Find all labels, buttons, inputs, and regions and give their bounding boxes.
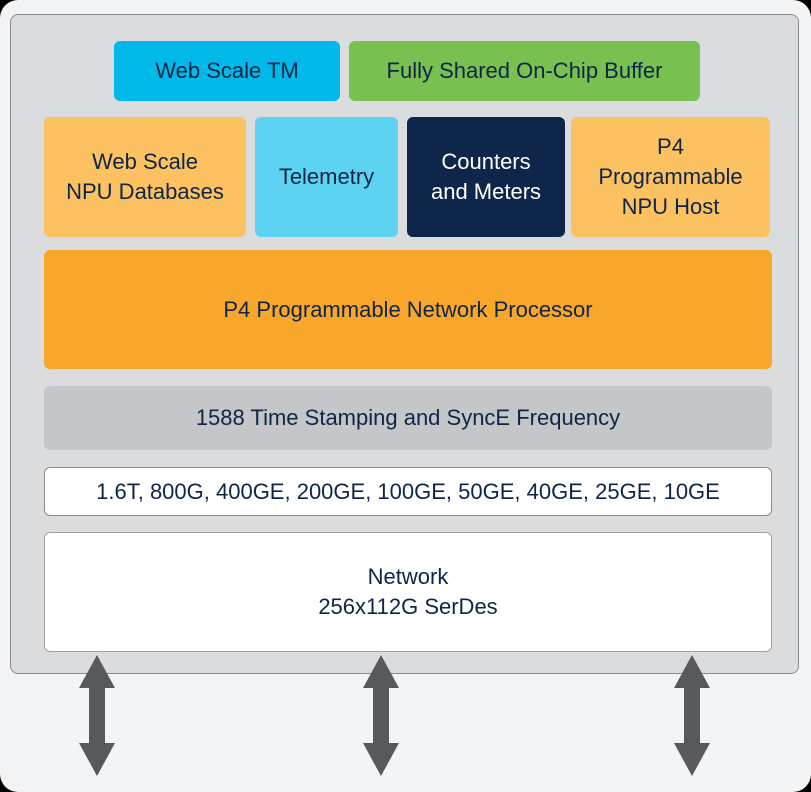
network-label: Network bbox=[367, 564, 449, 589]
npu-host-label-line3: NPU Host bbox=[621, 194, 720, 219]
network-processor-label: P4 Programmable Network Processor bbox=[223, 296, 593, 322]
counters-meters-label-line2: and Meters bbox=[430, 179, 542, 204]
bidirectional-arrow-icon bbox=[674, 655, 710, 776]
counters-meters-block: Counters and Meters bbox=[407, 117, 565, 237]
telemetry-label: Telemetry bbox=[278, 164, 375, 189]
web-scale-tm-block: Web Scale TM bbox=[114, 41, 340, 101]
npu-host-block: P4 Programmable NPU Host bbox=[571, 117, 770, 237]
web-scale-tm-label: Web Scale TM bbox=[155, 58, 299, 83]
speeds-label: 1.6T, 800G, 400GE, 200GE, 100GE, 50GE, 4… bbox=[96, 478, 720, 504]
on-chip-buffer-block: Fully Shared On-Chip Buffer bbox=[349, 41, 700, 101]
network-serdes-block: Network 256x112G SerDes bbox=[44, 532, 772, 652]
timestamping-block: 1588 Time Stamping and SyncE Frequency bbox=[44, 386, 772, 450]
npu-databases-label-line1: Web Scale bbox=[92, 149, 198, 174]
telemetry-block: Telemetry bbox=[255, 117, 398, 237]
npu-host-label-line2: Programmable bbox=[598, 164, 743, 189]
timestamping-label: 1588 Time Stamping and SyncE Frequency bbox=[195, 405, 621, 430]
network-processor-block: P4 Programmable Network Processor bbox=[44, 250, 772, 369]
on-chip-buffer-label: Fully Shared On-Chip Buffer bbox=[386, 58, 663, 83]
npu-databases-label-line2: NPU Databases bbox=[66, 179, 224, 204]
bidirectional-arrow-icon bbox=[363, 655, 399, 776]
bidirectional-arrow-icon bbox=[79, 655, 115, 776]
speeds-block: 1.6T, 800G, 400GE, 200GE, 100GE, 50GE, 4… bbox=[44, 467, 772, 516]
serdes-label: 256x112G SerDes bbox=[318, 594, 498, 619]
counters-meters-label-line1: Counters bbox=[441, 149, 531, 174]
npu-host-label-line1: P4 bbox=[657, 134, 684, 159]
npu-databases-block: Web Scale NPU Databases bbox=[44, 117, 246, 237]
